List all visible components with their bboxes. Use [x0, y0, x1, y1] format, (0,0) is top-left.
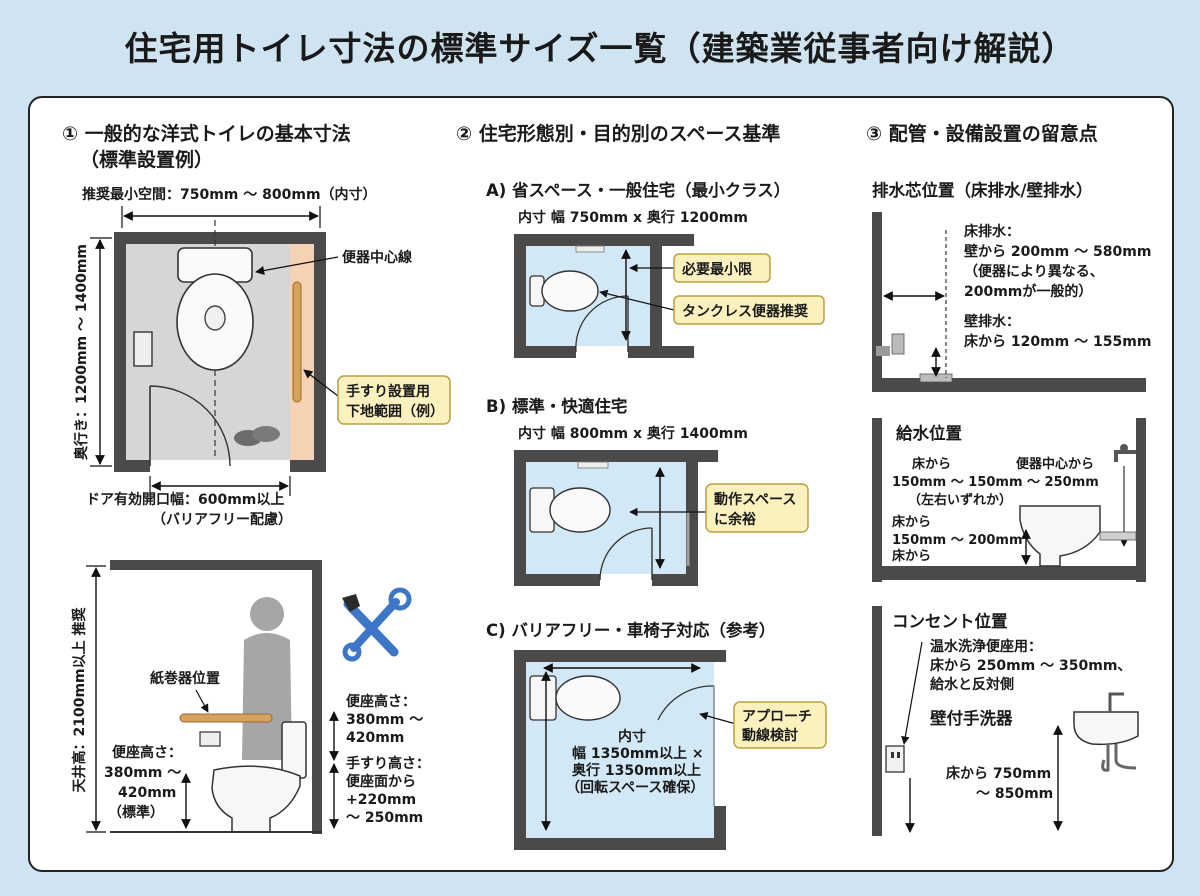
seat-height-left-line4: （標準） — [108, 804, 164, 821]
callout-approach — [733, 701, 827, 749]
seat-height-left-line3: 420mm — [118, 785, 176, 801]
seat-height-right-line1: 便座高さ： — [346, 693, 416, 710]
layout-c-inner-line3: 奥行 1350mm以上 — [572, 762, 701, 779]
rail-height-line4: ～ 250mm — [346, 810, 423, 826]
supply-panel: 給水位置 床から 150mm ～ 150mm ～ 250mm （左右いずれか） … — [872, 418, 1146, 582]
callout-tankless — [673, 295, 825, 325]
plan-width-label: 推奨最小空間：750mm ～ 800mm（内寸） — [82, 186, 377, 203]
toilet-paper-holder-icon — [133, 331, 153, 367]
outlet-panel: コンセント位置 温水洗浄便座用： 床から 250mm ～ 350mm、 給水と反… — [872, 606, 1139, 836]
person-silhouette-icon — [242, 597, 292, 760]
wall-sink-icon — [1073, 692, 1139, 772]
supply-low-line1: 床から — [892, 514, 931, 530]
sink-height-line2: ～ 850mm — [976, 786, 1053, 802]
wall-outlet-icon — [885, 745, 905, 773]
slippers-icon — [234, 426, 280, 446]
layout-a-title: A) 省スペース・一般住宅（最小クラス） — [486, 180, 790, 200]
layout-a-dims: 内寸 幅 750mm x 奥行 1200mm — [518, 209, 748, 226]
drain-wall-line2: 床から 120mm ～ 155mm — [964, 333, 1151, 350]
layout-c-title: C) バリアフリー・車椅子対応（参考） — [486, 620, 775, 640]
callout-movement-line2: に余裕 — [714, 511, 756, 528]
page-title: 住宅用トイレ寸法の標準サイズ一覧（建築業従事者向け解説） — [124, 29, 1076, 68]
supply-left-line1: 床から — [912, 456, 951, 472]
layout-b-standard: B) 標準・快適住宅 内寸 幅 800mm x 奥行 1400mm 動作スペース… — [486, 396, 809, 586]
seat-height-right-line3: 420mm — [346, 730, 404, 746]
centerline-label: 便器中心線 — [342, 249, 412, 266]
seat-height-left-line2: 380mm ～ — [104, 765, 181, 781]
outlet-line1: 温水洗浄便座用： — [930, 638, 1042, 655]
layout-b-title: B) 標準・快適住宅 — [486, 396, 627, 416]
callout-minimum — [673, 253, 771, 283]
drain-floor-line4: 200mmが一般的） — [964, 283, 1092, 300]
door-width-note: （バリアフリー配慮） — [152, 511, 292, 528]
callout-tankless-text: タンクレス便器推奨 — [682, 303, 809, 320]
layout-c-inner-line1: 内寸 — [618, 728, 646, 745]
drain-title: 排水芯位置（床排水/壁排水） — [872, 180, 1093, 200]
callout-approach-line2: 動線検討 — [742, 727, 798, 744]
sink-title: 壁付手洗器 — [930, 708, 1013, 728]
callout-movement-line1: 動作スペース — [714, 491, 796, 508]
section2-heading: ② 住宅形態別・目的別のスペース基準 — [456, 122, 780, 145]
elevation-view: 天井高：2100mm以上 推奨 紙巻器位置 便座高さ： 380mm ～ 420m… — [71, 560, 430, 834]
drain-floor-line1: 床排水： — [964, 223, 1020, 240]
layout-c-barrier-free: C) バリアフリー・車椅子対応（参考） 内寸 幅 1350mm以上 × 奥行 1… — [486, 620, 827, 850]
section1-heading: ① 一般的な洋式トイレの基本寸法 — [62, 122, 351, 145]
drain-panel: 排水芯位置（床排水/壁排水） 床排水： 壁から 200mm ～ 580mm （便… — [872, 180, 1151, 392]
handrail-zone-line1: 手すり設置用 — [346, 383, 430, 400]
rail-height-line2: 便座面から — [346, 773, 416, 790]
layout-c-inner-line4: （回転スペース確保） — [566, 779, 704, 796]
handrail-zone-callout — [337, 375, 451, 425]
supply-left-line2: 150mm ～ 150mm ～ 250mm — [892, 475, 1099, 490]
tools-icon — [342, 587, 412, 662]
section3-heading: ③ 配管・設備設置の留意点 — [866, 122, 1098, 145]
rail-height-line1: 手すり高さ： — [346, 755, 430, 772]
sink-height-line1: 床から 750mm — [946, 765, 1051, 782]
ceiling-height-label: 天井高：2100mm以上 推奨 — [71, 606, 88, 792]
supply-left-line3: （左右いずれか） — [908, 492, 1012, 508]
callout-movement — [705, 483, 809, 533]
outlet-line3: 給水と反対側 — [930, 676, 1014, 693]
seat-height-right-line2: 380mm ～ — [346, 712, 423, 728]
drain-floor-line2: 壁から 200mm ～ 580mm — [964, 243, 1151, 260]
handrail-zone-line2: 下地範囲（例） — [346, 403, 444, 420]
outlet-title: コンセント位置 — [892, 611, 1008, 631]
section1-heading-sub: （標準設置例） — [80, 148, 213, 171]
supply-right-line1: 便器中心から — [1016, 456, 1094, 472]
supply-low-line3: 床から — [892, 548, 931, 564]
paper-holder-label: 紙巻器位置 — [150, 670, 220, 687]
supply-low-line2: 150mm ～ 200mm — [892, 533, 1023, 548]
layout-c-inner-line2: 幅 1350mm以上 × — [572, 745, 704, 762]
door-width-label: ドア有効開口幅：600mm以上 — [86, 491, 284, 508]
supply-title: 給水位置 — [896, 423, 962, 443]
layout-a-compact: A) 省スペース・一般住宅（最小クラス） 内寸 幅 750mm x 奥行 120… — [486, 180, 825, 358]
drain-wall-line1: 壁排水： — [964, 313, 1020, 330]
seat-height-left-line1: 便座高さ： — [112, 744, 182, 761]
rail-height-line3: +220mm — [346, 792, 416, 808]
plan-depth-label: 奥行き：1200mm ～ 1400mm — [73, 244, 90, 460]
plan-view-standard: 推奨最小空間：750mm ～ 800mm（内寸） — [73, 186, 451, 528]
layout-b-dims: 内寸 幅 800mm x 奥行 1400mm — [518, 425, 748, 442]
outlet-line2: 床から 250mm ～ 350mm、 — [930, 657, 1131, 674]
callout-minimum-text: 必要最小限 — [681, 261, 752, 278]
handrail-horizontal — [179, 713, 273, 723]
handrail-vertical — [292, 281, 302, 403]
faucet-icon — [1114, 444, 1136, 462]
drain-floor-line3: （便器により異なる、 — [964, 263, 1104, 280]
callout-approach-line1: アプローチ — [742, 709, 812, 725]
